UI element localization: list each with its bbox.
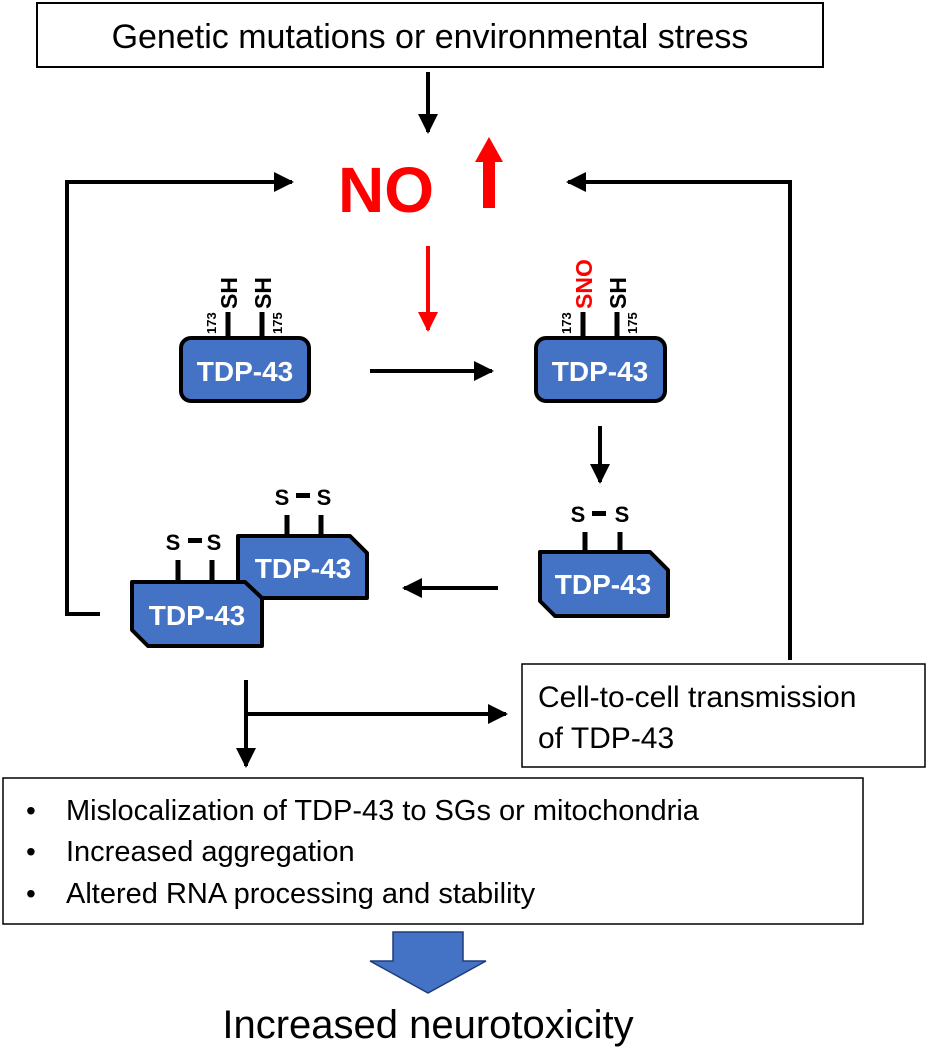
disulfide-s-left: S [166,530,181,555]
effect-item-3: Altered RNA processing and stability [66,878,536,910]
tdp43-s-nitrosylated: SNO SH 173 175 TDP-43 [534,259,667,403]
effects-box [2,777,864,925]
up-arrow-icon [475,137,503,208]
protein-label: TDP-43 [555,569,651,600]
protein-label: TDP-43 [255,553,351,584]
outcome-text: Increased neurotoxicity [222,1003,633,1047]
transmission-box [521,663,926,768]
effect-bullet: • [26,836,36,867]
effect-bullet: • [26,878,36,909]
residue-173: 173 [204,312,219,334]
tdp43-aggregate-front: S S TDP-43 [130,530,264,648]
top-box-text: Genetic mutations or environmental stres… [112,18,749,56]
residue-175: 175 [625,312,640,334]
protein-label: TDP-43 [149,600,245,631]
protein-label: TDP-43 [552,356,648,387]
effect-item-2: Increased aggregation [66,836,355,868]
big-down-arrow-icon [369,931,487,994]
sno-label: SNO [571,259,597,309]
effect-bullet: • [26,795,36,826]
residue-173: 173 [559,312,574,334]
disulfide-s-left: S [275,485,290,510]
protein-label: TDP-43 [197,356,293,387]
residue-175: 175 [270,312,285,334]
disulfide-s-left: S [571,502,586,527]
transmission-line1: Cell-to-cell transmission [538,681,856,714]
effect-item-1: Mislocalization of TDP-43 to SGs or mito… [66,795,700,827]
disulfide-s-right: S [615,502,630,527]
tdp43-aggregate-back: S S TDP-43 [236,485,369,600]
thiol-label-175: SH [250,277,276,309]
transmission-line2: of TDP-43 [538,722,674,755]
right-feedback-loop [566,172,792,660]
top-box [36,2,824,68]
tdp43-native: SH SH 173 175 TDP-43 [179,277,311,403]
thiol-label-175: SH [605,277,631,309]
left-feedback-loop [65,172,294,616]
thiol-label-173: SH [216,277,242,309]
disulfide-s-right: S [317,485,332,510]
tdp43-disulfide: S S TDP-43 [538,502,670,618]
no-label: NO [338,154,434,226]
disulfide-s-right: S [207,530,222,555]
